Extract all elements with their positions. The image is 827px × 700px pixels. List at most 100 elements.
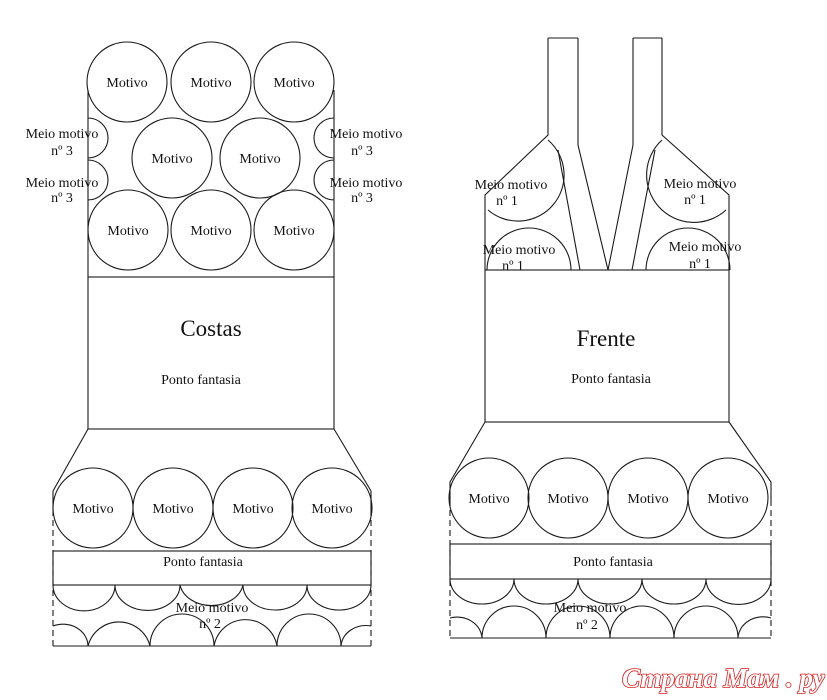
front-hip-left — [449, 421, 486, 500]
half-motif-3-number: nº 3 — [51, 144, 73, 159]
back-half-motif-2 — [306, 584, 372, 611]
back-half-motif-2 — [149, 613, 215, 647]
back-half-motif-2 — [276, 613, 342, 647]
front-half-motif-1 — [646, 139, 727, 223]
back-half-motif-2 — [340, 625, 372, 647]
back-motif — [253, 189, 335, 271]
front-body — [484, 269, 730, 423]
front-half-motif-1 — [486, 227, 572, 271]
front-half-motif-2 — [545, 605, 611, 639]
back-band — [52, 550, 372, 586]
front-half-motif-2 — [449, 578, 515, 605]
motif-label: Motivo — [707, 492, 748, 507]
back-motif — [170, 189, 252, 271]
back-motif — [87, 189, 169, 271]
half-motif-1-number: nº 1 — [684, 193, 706, 208]
front-half-motif-1 — [645, 227, 731, 271]
motif-label: Motivo — [151, 152, 192, 167]
front-band-stitch: Ponto fantasia — [573, 555, 653, 570]
motif-label: Motivo — [239, 152, 280, 167]
front-strap-left-inner — [577, 38, 609, 271]
half-motif-1-label: Meio motivo — [664, 177, 737, 192]
half-motif-2-label: Meio motivo — [554, 601, 627, 616]
front-motif — [448, 457, 530, 539]
half-motif-3-number: nº 3 — [51, 191, 73, 206]
front-half-motif-2 — [609, 605, 675, 639]
half-motif-1-number: nº 1 — [689, 257, 711, 272]
back-motif — [212, 467, 294, 549]
watermark-logo: Страна Мам . ру — [622, 663, 826, 693]
front-strap-right-outer — [661, 38, 730, 270]
half-motif-3-number: nº 3 — [351, 191, 373, 206]
back-half-motif-2 — [179, 584, 244, 607]
front-half-motif-2 — [481, 605, 547, 639]
motif-label: Motivo — [190, 224, 231, 239]
front-half-motif-2 — [705, 578, 772, 605]
front-motif — [687, 457, 769, 539]
front-body-stitch: Ponto fantasia — [571, 372, 651, 387]
motif-label: Motivo — [190, 76, 231, 91]
back-motif — [291, 467, 373, 549]
back-half-motif-2 — [87, 621, 151, 647]
back-half-motif-3 — [87, 117, 109, 159]
back-half-motif-2 — [52, 623, 89, 647]
front-half-motif-2 — [737, 616, 772, 639]
back-body-stitch: Ponto fantasia — [161, 373, 241, 388]
motif-label: Motivo — [72, 502, 113, 517]
front-strap-right-inner — [607, 38, 634, 271]
back-hip-right — [333, 428, 372, 510]
half-motif-3-number: nº 3 — [351, 144, 373, 159]
back-half-motif-2 — [52, 584, 116, 612]
back-motif — [131, 117, 213, 199]
front-half-motif-2 — [449, 616, 483, 639]
front-hip-right — [728, 421, 772, 500]
back-title: Costas — [180, 316, 241, 341]
back-body — [87, 276, 335, 430]
motif-label: Motivo — [273, 76, 314, 91]
back-motif — [253, 41, 335, 123]
motif-label: Motivo — [152, 502, 193, 517]
motif-label: Motivo — [311, 502, 352, 517]
half-motif-2-label: Meio motivo — [176, 601, 249, 616]
front-neck-line — [557, 149, 581, 271]
back-band-stitch: Ponto fantasia — [163, 555, 243, 570]
motif-label: Motivo — [468, 492, 509, 507]
back-motif — [170, 41, 252, 123]
motif-label: Motivo — [627, 492, 668, 507]
front-panel: Meio motivo nº 1 Meio motivo nº 1 Meio m… — [448, 37, 772, 639]
half-motif-3-label: Meio motivo — [330, 176, 403, 191]
half-motif-2-number: nº 2 — [199, 617, 221, 632]
half-motif-1-label: Meio motivo — [483, 243, 556, 258]
front-title: Frente — [577, 326, 636, 351]
back-half-motif-2 — [242, 584, 308, 611]
back-motif — [219, 117, 301, 199]
motif-label: Motivo — [232, 502, 273, 517]
motif-label: Motivo — [107, 224, 148, 239]
half-motif-1-number: nº 1 — [496, 194, 518, 209]
front-half-motif-1 — [487, 139, 565, 222]
front-half-motif-2 — [673, 605, 739, 639]
front-half-motif-2 — [641, 578, 707, 605]
front-strap-left-outer — [484, 38, 549, 270]
half-motif-3-label: Meio motivo — [26, 127, 99, 142]
front-half-motif-2 — [513, 578, 579, 605]
back-half-motif-2 — [114, 584, 181, 611]
back-half-motif-3 — [313, 117, 335, 159]
back-half-motif-3 — [313, 159, 335, 201]
motif-label: Motivo — [106, 76, 147, 91]
half-motif-1-label: Meio motivo — [475, 178, 548, 193]
front-neck-line — [631, 149, 656, 271]
motif-label: Motivo — [547, 492, 588, 507]
back-panel: Motivo Motivo Motivo Motivo Motivo Meio … — [26, 41, 403, 647]
half-motif-1-label: Meio motivo — [669, 240, 742, 255]
half-motif-1-number: nº 1 — [502, 259, 524, 274]
half-motif-3-label: Meio motivo — [26, 176, 99, 191]
front-half-motif-2 — [577, 578, 643, 605]
back-half-motif-3 — [87, 159, 109, 201]
back-motif — [86, 41, 168, 123]
half-motif-2-number: nº 2 — [576, 618, 598, 633]
back-half-motif-2 — [213, 619, 278, 647]
half-motif-3-label: Meio motivo — [330, 127, 403, 142]
